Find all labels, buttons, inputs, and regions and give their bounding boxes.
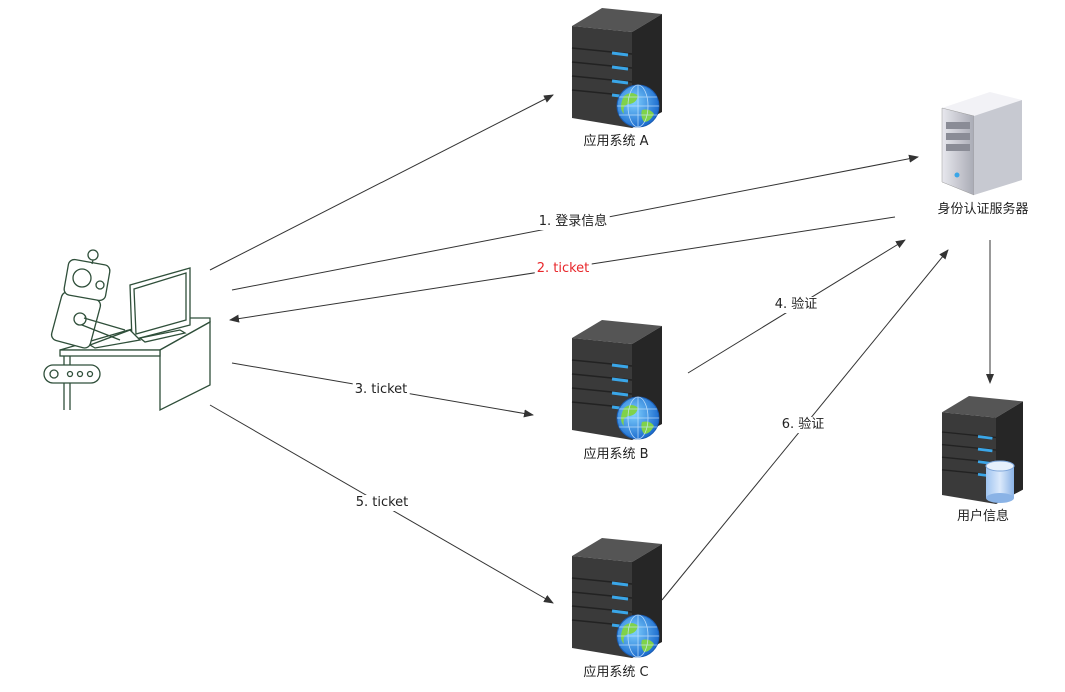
edge-label-verify-4: 4. 验证 (772, 297, 820, 313)
system-b-server-icon (570, 318, 664, 442)
edge-label-ticket-2: 2. ticket (534, 261, 592, 277)
edge-label-login: 1. 登录信息 (536, 214, 610, 230)
edge-label-ticket-5: 5. ticket (353, 495, 411, 511)
user-info-db-icon (940, 394, 1025, 506)
edge-label-ticket-3: 3. ticket (352, 382, 410, 398)
robot-user-icon (43, 249, 211, 412)
edge-label-verify-6: 6. 验证 (779, 417, 827, 433)
system-c-server-icon (570, 536, 664, 660)
system-a-server-icon (570, 6, 664, 130)
system-c-label: 应用系统 C (581, 665, 651, 681)
system-b-label: 应用系统 B (581, 447, 651, 463)
user-info-label: 用户信息 (954, 509, 1012, 525)
system-a-label: 应用系统 A (581, 134, 651, 150)
auth-server-icon (941, 92, 1022, 196)
edge-user-to-system-a (209, 94, 554, 271)
auth-server-label: 身份认证服务器 (935, 202, 1031, 218)
